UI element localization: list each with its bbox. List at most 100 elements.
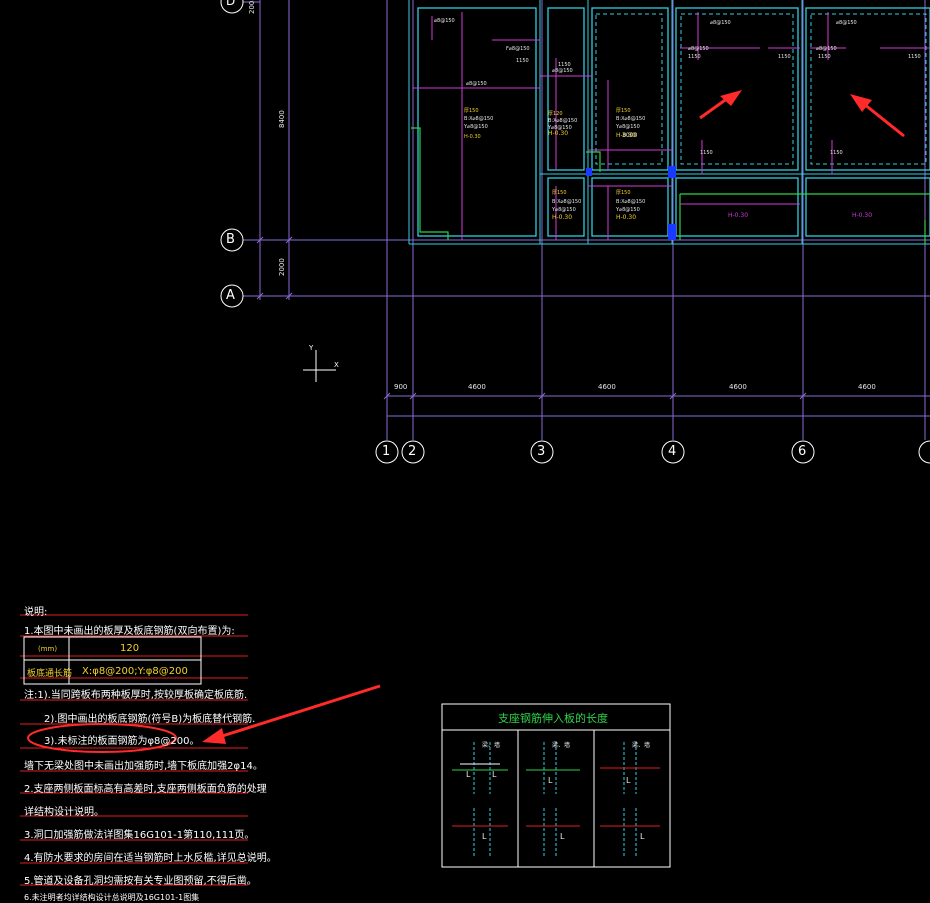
detail-box bbox=[441, 703, 671, 868]
notes-line-11: 6.未注明者均详结构设计总说明及16G101-1图集 bbox=[24, 893, 200, 902]
detail-L-4: L bbox=[626, 776, 631, 785]
slab-mark-2: H-0.30 bbox=[616, 132, 637, 139]
dim-x-2: 4600 bbox=[468, 383, 486, 391]
svg-text:厚150: 厚150 bbox=[616, 108, 631, 114]
grid-label-1: 1 bbox=[382, 444, 391, 459]
slab-mark-4: H-0.30 bbox=[616, 214, 637, 221]
svg-text:Y⌀8@150: Y⌀8@150 bbox=[463, 124, 488, 130]
notes-title: 说明: bbox=[24, 607, 48, 618]
grid-bubbles bbox=[220, 0, 930, 464]
plan-dim-5: 1150 bbox=[558, 62, 571, 68]
notes-line-4: 3).未标注的板面钢筋为φ8@200。 bbox=[44, 736, 200, 747]
detail-label-2: 梁、墙 bbox=[552, 742, 571, 749]
svg-text:厚150: 厚150 bbox=[616, 190, 631, 196]
svg-text:⌀8@150: ⌀8@150 bbox=[710, 20, 731, 26]
columns bbox=[586, 166, 676, 240]
detail-L-3: L bbox=[548, 776, 553, 785]
detail-L-1: L bbox=[466, 770, 471, 779]
notes-table-row-right: X:φ8@200;Y:φ8@200 bbox=[82, 666, 188, 677]
svg-text:F⌀8@150: F⌀8@150 bbox=[506, 46, 530, 52]
axis-y-label: Y bbox=[309, 344, 314, 352]
grid-label-3: 3 bbox=[537, 444, 546, 459]
slab-mark-6: H-0.30 bbox=[852, 212, 873, 219]
grid-lines bbox=[243, 0, 930, 440]
slab-outlines bbox=[417, 7, 930, 237]
dimension-ticks bbox=[256, 236, 807, 400]
svg-text:1150: 1150 bbox=[516, 58, 529, 64]
grid-label-B: B bbox=[226, 232, 235, 247]
beam-lines bbox=[408, 0, 930, 245]
notes-line-10: 5.管道及设备孔洞均需按有关专业图预留,不得后凿。 bbox=[24, 876, 257, 887]
detail-L-6: L bbox=[560, 832, 565, 841]
grid-label-6: 6 bbox=[798, 444, 807, 459]
dim-y-1: 20080 bbox=[248, 0, 256, 14]
notes-table-row-left: 板底通长筋 bbox=[27, 669, 73, 679]
detail-label-1: 梁、墙 bbox=[482, 742, 501, 749]
detail-L-7: L bbox=[640, 832, 645, 841]
notes-line-2: 注:1).当同跨板布两种板厚时,按较厚板确定板底筋. bbox=[24, 690, 248, 701]
axis-indicator bbox=[303, 350, 336, 382]
dim-y-3: 2000 bbox=[278, 258, 286, 276]
svg-text:Y⌀8@150: Y⌀8@150 bbox=[551, 207, 576, 213]
svg-text:厚120: 厚120 bbox=[548, 111, 563, 117]
svg-text:厚150: 厚150 bbox=[552, 190, 567, 196]
notes-line-1: 1.本图中未画出的板厚及板底钢筋(双向布置)为: bbox=[24, 626, 235, 637]
notes-table bbox=[23, 636, 202, 685]
dim-x-4: 4600 bbox=[729, 383, 747, 391]
svg-text:B:X⌀8@150: B:X⌀8@150 bbox=[616, 116, 645, 122]
plan-dim-2: 1150 bbox=[778, 54, 791, 60]
dim-x-5: 4600 bbox=[858, 383, 876, 391]
slab-mark-1: H-0.30 bbox=[548, 130, 569, 137]
svg-text:Y⌀8@150: Y⌀8@150 bbox=[615, 124, 640, 130]
svg-text:⌀8@150: ⌀8@150 bbox=[836, 20, 857, 26]
notes-table-header-left: (mm) bbox=[38, 645, 58, 653]
svg-text:B:X⌀8@150: B:X⌀8@150 bbox=[552, 199, 581, 205]
detail-L-2: L bbox=[492, 770, 497, 779]
axis-x-label: X bbox=[334, 361, 339, 369]
slab-notes-yellow: 厚150 厚120 厚150 厚150 厚150 H-0.30 bbox=[464, 108, 631, 196]
plan-dim-6: 3000 bbox=[622, 132, 638, 139]
rebar-text-white: B:X⌀8@150 Y⌀8@150 B:X⌀8@150 Y⌀8@150 B:X⌀… bbox=[434, 18, 857, 213]
svg-text:⌀8@150: ⌀8@150 bbox=[434, 18, 455, 24]
detail-L-5: L bbox=[482, 832, 487, 841]
grid-label-D: D bbox=[226, 0, 236, 8]
svg-text:Y⌀8@150: Y⌀8@150 bbox=[547, 125, 572, 131]
detail-label-3: 梁、墙 bbox=[632, 742, 651, 749]
svg-text:⌀8@150: ⌀8@150 bbox=[466, 81, 487, 87]
notes-table-header-right: 120 bbox=[120, 643, 140, 654]
dashed-slab-boundaries bbox=[595, 13, 927, 165]
svg-text:B:X⌀8@150: B:X⌀8@150 bbox=[464, 116, 493, 122]
red-arrows bbox=[202, 90, 905, 744]
plan-dim-3: 1150 bbox=[818, 54, 831, 60]
svg-text:厚150: 厚150 bbox=[464, 108, 479, 114]
detail-sketches bbox=[452, 742, 660, 858]
dim-x-1: 900 bbox=[394, 383, 408, 391]
highlight-ellipse bbox=[27, 723, 177, 753]
notes-line-6: 2.支座两侧板面标高有高差时,支座两侧板面负筋的处理 bbox=[24, 784, 267, 795]
plan-dim-7: 1150 bbox=[700, 150, 713, 156]
dim-y-2: 8400 bbox=[278, 110, 286, 128]
dim-x-3: 4600 bbox=[598, 383, 616, 391]
note-underlines bbox=[20, 614, 248, 886]
svg-text:⌀8@150: ⌀8@150 bbox=[552, 68, 573, 74]
plan-dim-4: 1150 bbox=[908, 54, 921, 60]
notes-line-7: 详结构设计说明。 bbox=[24, 807, 104, 818]
wall-lines bbox=[411, 127, 930, 244]
plan-dim-1: 1150 bbox=[688, 54, 701, 60]
notes-line-5: 墙下无梁处图中未画出加强筋时,墙下板底加强2φ14。 bbox=[24, 761, 263, 772]
slab-mark-5: H-0.30 bbox=[728, 212, 749, 219]
svg-text:H-0.30: H-0.30 bbox=[464, 134, 481, 140]
svg-text:B:X⌀8@150: B:X⌀8@150 bbox=[548, 118, 577, 124]
notes-line-3: 2).图中画出的板底钢筋(符号B)为板底替代钢筋. bbox=[44, 714, 256, 725]
grid-label-2: 2 bbox=[408, 444, 417, 459]
notes-line-9: 4.有防水要求的房间在适当钢筋时上水反槛,详见总说明。 bbox=[24, 853, 277, 864]
notes-line-8: 3.洞口加强筋做法详图集16G101-1第110,111页。 bbox=[24, 830, 255, 841]
rebar-lines bbox=[413, 12, 930, 240]
svg-text:⌀8@150: ⌀8@150 bbox=[816, 46, 837, 52]
svg-text:B:X⌀8@150: B:X⌀8@150 bbox=[616, 199, 645, 205]
grid-label-4: 4 bbox=[668, 444, 677, 459]
detail-title: 支座钢筋伸入板的长度 bbox=[498, 712, 608, 725]
svg-text:Y⌀8@150: Y⌀8@150 bbox=[615, 207, 640, 213]
plan-dim-8: 1150 bbox=[830, 150, 843, 156]
